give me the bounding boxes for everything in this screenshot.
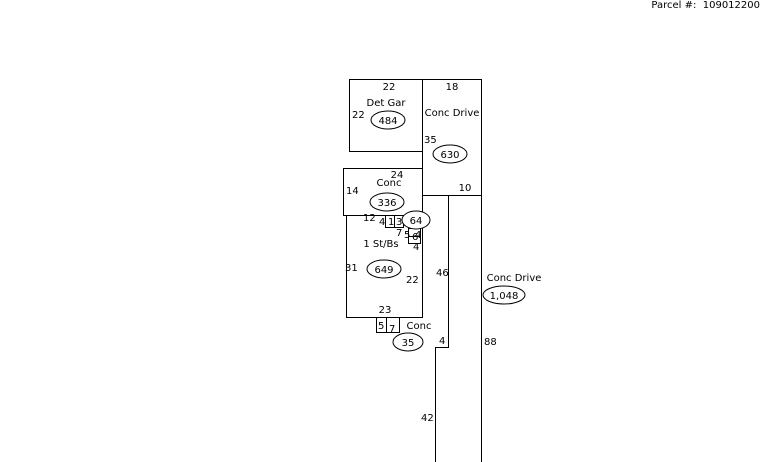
conc-patio-area: 336: [377, 198, 396, 209]
dim-gar-left: 22: [352, 110, 365, 121]
dim-drive-right: 35: [424, 135, 437, 146]
dim-house-5: 5: [404, 230, 410, 241]
dim-house-1: 1: [388, 217, 394, 228]
dim-house-12: 12: [363, 213, 376, 224]
house-area: 649: [374, 265, 393, 276]
conc-stoop-outline: [376, 317, 400, 333]
parcel-label: Parcel #:: [651, 0, 697, 11]
dim-stoop-7: 7: [389, 324, 395, 335]
dim-house-left: 31: [345, 263, 358, 274]
dim-long-88: 88: [484, 337, 497, 348]
conc-drive-upper-label: Conc Drive: [425, 108, 480, 119]
dim-drive-bottom: 10: [459, 183, 472, 194]
det-gar-label: Det Gar: [367, 98, 407, 109]
conc-drive-long-outline: [435, 195, 449, 462]
conc-drive-long-label: Conc Drive: [487, 273, 542, 284]
dim-stoop-5: 5: [378, 321, 384, 332]
dim-patio-top: 24: [391, 170, 404, 181]
dim-house-4a: 4: [379, 217, 385, 228]
dim-house-4c: 4: [413, 242, 419, 253]
dim-house-right: 22: [406, 275, 419, 286]
conc-stoop-area-ellipse: [392, 332, 424, 352]
dim-house-bottom: 23: [379, 305, 392, 316]
dim-gar-top: 22: [383, 82, 396, 93]
dim-house-4b: 4: [415, 230, 421, 241]
dim-house-3: 3: [396, 217, 402, 228]
small-area: 64: [410, 216, 423, 227]
dim-drive-top: 18: [446, 82, 459, 93]
house-label: 1 St/Bs: [363, 239, 398, 250]
conc-drive-upper-area-ellipse: [432, 144, 468, 164]
conc-drive-long-area-ellipse: [482, 285, 526, 305]
det-gar-area: 484: [378, 116, 397, 127]
dim-house-6: 6: [412, 232, 418, 243]
conc-drive-long-area: 1,048: [490, 291, 519, 302]
dim-long-46: 46: [436, 268, 449, 279]
conc-drive-upper-outline: [422, 79, 482, 196]
conc-patio-label: Conc: [377, 178, 402, 189]
conc-stoop-area: 35: [402, 338, 415, 349]
dim-house-7: 7: [396, 228, 402, 239]
parcel-number-header: Parcel #: 109012200: [651, 0, 760, 11]
dim-patio-left: 14: [346, 186, 359, 197]
conc-patio-area-ellipse: [369, 192, 405, 212]
conc-stoop-label: Conc: [407, 321, 432, 332]
conc-drive-upper-area: 630: [440, 150, 459, 161]
parcel-number: 109012200: [702, 0, 760, 11]
small-area-ellipse: [401, 210, 431, 230]
dim-long-42: 42: [421, 413, 434, 424]
det-gar-area-ellipse: [370, 110, 406, 130]
dim-long-4: 4: [439, 336, 445, 347]
house-area-ellipse: [366, 259, 402, 279]
